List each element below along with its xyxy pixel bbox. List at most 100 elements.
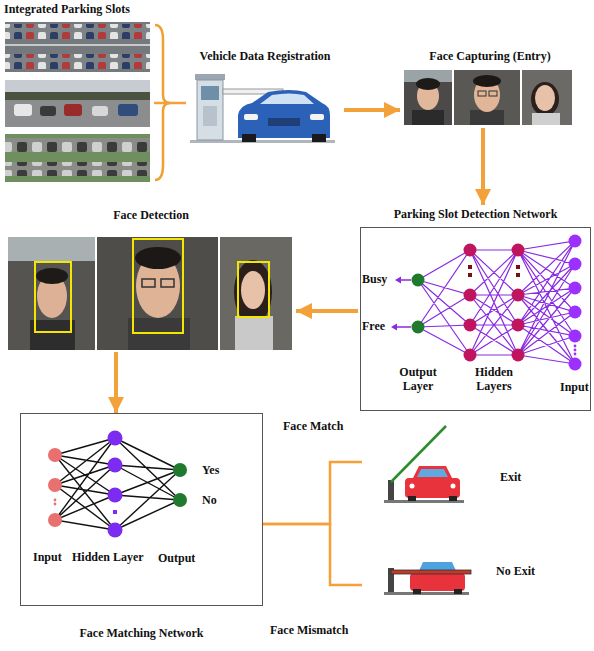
layer-label: Input [560,381,589,395]
neuron [48,513,62,527]
ellipsis-dot [516,265,520,269]
slot-detection-network [391,235,582,371]
network-links [55,438,180,530]
edge-label: Face Mismatch [270,624,348,638]
barrier-post [388,480,394,500]
ellipsis-dot [113,510,117,514]
neuron [464,319,477,332]
box-outline [20,413,263,606]
photo-panel [8,237,95,350]
neuron [569,358,582,371]
ellipsis-dot [516,273,520,277]
hidden-neurons [464,244,525,362]
output-arrow [396,280,411,327]
wheel [454,589,462,594]
neuron [173,463,187,477]
connector-line [154,102,186,105]
ellipsis-dot [574,345,577,348]
hair [36,268,68,284]
network-box: Face Matching Network [20,413,263,646]
grille [268,118,300,126]
node-title: Integrated Parking Slots [4,3,130,17]
booth-roof [195,74,225,80]
node-title: Face Detection [113,209,189,223]
shirt [412,110,444,125]
connector-line [263,462,362,524]
neuron [412,321,425,334]
car [64,104,82,116]
car-row [5,162,150,176]
no-exit-illustration [384,562,471,595]
connector-line [263,524,362,585]
parking-photo [5,22,150,72]
detection-box [35,262,71,332]
face [241,271,265,309]
node-title: Parking Slot Detection Network [394,208,558,222]
exit-gate: Exit [362,420,552,505]
input-neurons [569,235,582,371]
wheel [408,496,416,501]
ellipsis-dot [574,349,577,352]
layer-label: Busy [362,273,387,287]
neuron [569,330,582,343]
neuron [464,289,477,302]
lane-line [5,44,150,46]
parking-photos [5,22,150,182]
wheel [413,589,421,594]
neuron [48,448,62,462]
car-window [8,237,95,261]
neuron [569,306,582,319]
shirt [470,110,504,125]
shirt [532,113,560,125]
face-matching-network [48,431,187,538]
neuron [464,244,477,257]
sky [5,80,150,94]
neuron [512,349,525,362]
layer-label: Hidden Layers [466,366,522,394]
hair [135,247,181,269]
network-links [418,241,575,364]
headlight [244,114,258,120]
hair [416,78,440,90]
neuron [48,478,62,492]
booth-window [201,86,219,100]
car-roof [413,466,452,478]
neuron [108,488,123,503]
gate-illustration [190,74,335,143]
neuron [512,244,525,257]
glasses [161,279,174,287]
trees [5,92,150,100]
closed-barrier [391,570,471,574]
exit-illustration [384,426,464,503]
neuron [569,282,582,295]
neuron [108,523,123,538]
registration-gate: Vehicle Data Registration [186,48,344,148]
ellipsis-dots [468,265,520,277]
headlight [451,484,456,489]
raised-barrier [391,426,446,482]
glasses [142,279,155,287]
neuron [569,235,582,248]
car-body [410,573,465,591]
layer-label: Free [362,320,385,334]
face [535,85,555,111]
neuron [412,274,425,287]
ellipsis-dot [574,353,577,356]
photo-panel-group: Integrated Parking Slots [4,3,154,185]
neuron [108,431,123,446]
shirt [235,316,273,350]
wheel [312,134,326,142]
hidden-neurons [108,431,123,538]
booth [197,80,223,140]
photo-panel [220,237,292,350]
node-title: Vehicle Data Registration [200,50,331,64]
node-title: Exit [500,471,521,485]
headlight [410,484,415,489]
node-title: Face Capturing (Entry) [429,50,550,64]
flow-arrow [481,128,485,205]
photo-panel [454,70,520,125]
input-neurons [48,448,62,527]
no-exit-gate: No Exit [362,545,552,600]
layer-label: Output Layer [393,366,443,394]
